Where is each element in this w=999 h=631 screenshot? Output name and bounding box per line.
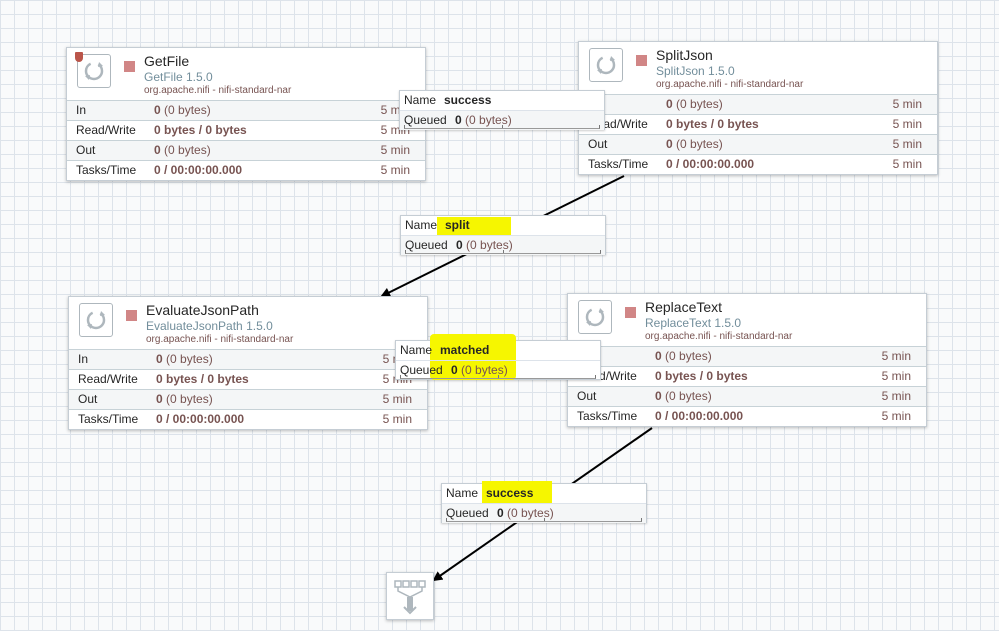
stat-row-out: Out 0 (0 bytes) 5 min — [69, 389, 427, 409]
stopped-square-icon — [126, 310, 137, 321]
connection-name: matched — [440, 343, 490, 357]
processor-type: ReplaceText 1.5.0 — [645, 316, 742, 330]
stopped-square-icon — [124, 61, 135, 72]
queue-progress-bar — [400, 375, 596, 379]
connection-name: split — [445, 218, 470, 232]
processor-gear-icon — [75, 52, 111, 88]
queue-progress-bar — [405, 250, 601, 254]
processor-evaluatejsonpath[interactable]: EvaluateJsonPath EvaluateJsonPath 1.5.0 … — [68, 296, 428, 430]
stat-row-readwrite: Read/Write 0 bytes / 0 bytes 5 min — [69, 369, 427, 389]
processor-bundle: org.apache.nifi - nifi-standard-nar — [144, 85, 292, 96]
processor-name: SplitJson — [656, 47, 713, 63]
stat-row-tasks: Tasks/Time 0 / 00:00:00.000 5 min — [579, 154, 937, 174]
stat-row-out: Out 0 (0 bytes) 5 min — [67, 140, 425, 160]
connection-label-split[interactable]: Name split Queued 0 (0 bytes) — [400, 215, 606, 255]
processor-gear-icon — [578, 300, 612, 334]
stat-row-out: Out 0 (0 bytes) 5 min — [568, 386, 926, 406]
highlight-marker — [430, 334, 516, 380]
processor-replacetext[interactable]: ReplaceText ReplaceText 1.5.0 org.apache… — [567, 293, 927, 427]
highlight-marker — [482, 481, 552, 505]
restricted-shield-icon — [75, 52, 83, 62]
processor-type: SplitJson 1.5.0 — [656, 64, 735, 78]
stopped-square-icon — [625, 307, 636, 318]
connection-name: success — [486, 486, 534, 500]
stat-row-readwrite: Read/Write 0 bytes / 0 bytes 5 min — [568, 366, 926, 386]
stat-row-readwrite: Read/Write 0 bytes / 0 bytes 5 min — [579, 114, 937, 134]
stat-row-in: In 0 (0 bytes) 5 min — [67, 100, 425, 120]
stat-row-readwrite: Read/Write 0 bytes / 0 bytes 5 min — [67, 120, 425, 140]
processor-bundle: org.apache.nifi - nifi-standard-nar — [656, 79, 804, 90]
queue-progress-bar — [404, 125, 600, 129]
processor-name: GetFile — [144, 53, 190, 69]
stopped-square-icon — [636, 55, 647, 66]
stat-row-tasks: Tasks/Time 0 / 00:00:00.000 5 min — [69, 409, 427, 429]
funnel[interactable] — [386, 572, 434, 620]
queue-progress-bar — [446, 518, 642, 522]
connection-label-success[interactable]: Name success Queued 0 (0 bytes) — [399, 90, 605, 130]
processor-gear-icon — [79, 303, 113, 337]
stat-row-in: In 0 (0 bytes) 5 min — [579, 94, 937, 114]
connection-name: success — [444, 93, 492, 107]
processor-bundle: org.apache.nifi - nifi-standard-nar — [146, 334, 294, 345]
stat-row-in: In 0 (0 bytes) 5 min — [568, 346, 926, 366]
funnel-icon — [394, 580, 426, 615]
connection-label-matched[interactable]: Name matched Queued 0 (0 bytes) — [395, 334, 601, 380]
processor-bundle: org.apache.nifi - nifi-standard-nar — [645, 331, 793, 342]
processor-getfile[interactable]: GetFile GetFile 1.5.0 org.apache.nifi - … — [66, 47, 426, 181]
stat-row-out: Out 0 (0 bytes) 5 min — [579, 134, 937, 154]
connection-label-success-2[interactable]: Name success Queued 0 (0 bytes) — [441, 481, 647, 523]
processor-splitjson[interactable]: SplitJson SplitJson 1.5.0 org.apache.nif… — [578, 41, 938, 175]
highlight-marker — [437, 217, 511, 235]
stat-row-tasks: Tasks/Time 0 / 00:00:00.000 5 min — [67, 160, 425, 180]
processor-type: GetFile 1.5.0 — [144, 70, 213, 84]
processor-name: ReplaceText — [645, 299, 723, 315]
processor-type: EvaluateJsonPath 1.5.0 — [146, 319, 273, 333]
processor-gear-icon — [589, 48, 623, 82]
processor-name: EvaluateJsonPath — [146, 302, 259, 318]
stat-row-in: In 0 (0 bytes) 5 min — [69, 349, 427, 369]
stat-row-tasks: Tasks/Time 0 / 00:00:00.000 5 min — [568, 406, 926, 426]
